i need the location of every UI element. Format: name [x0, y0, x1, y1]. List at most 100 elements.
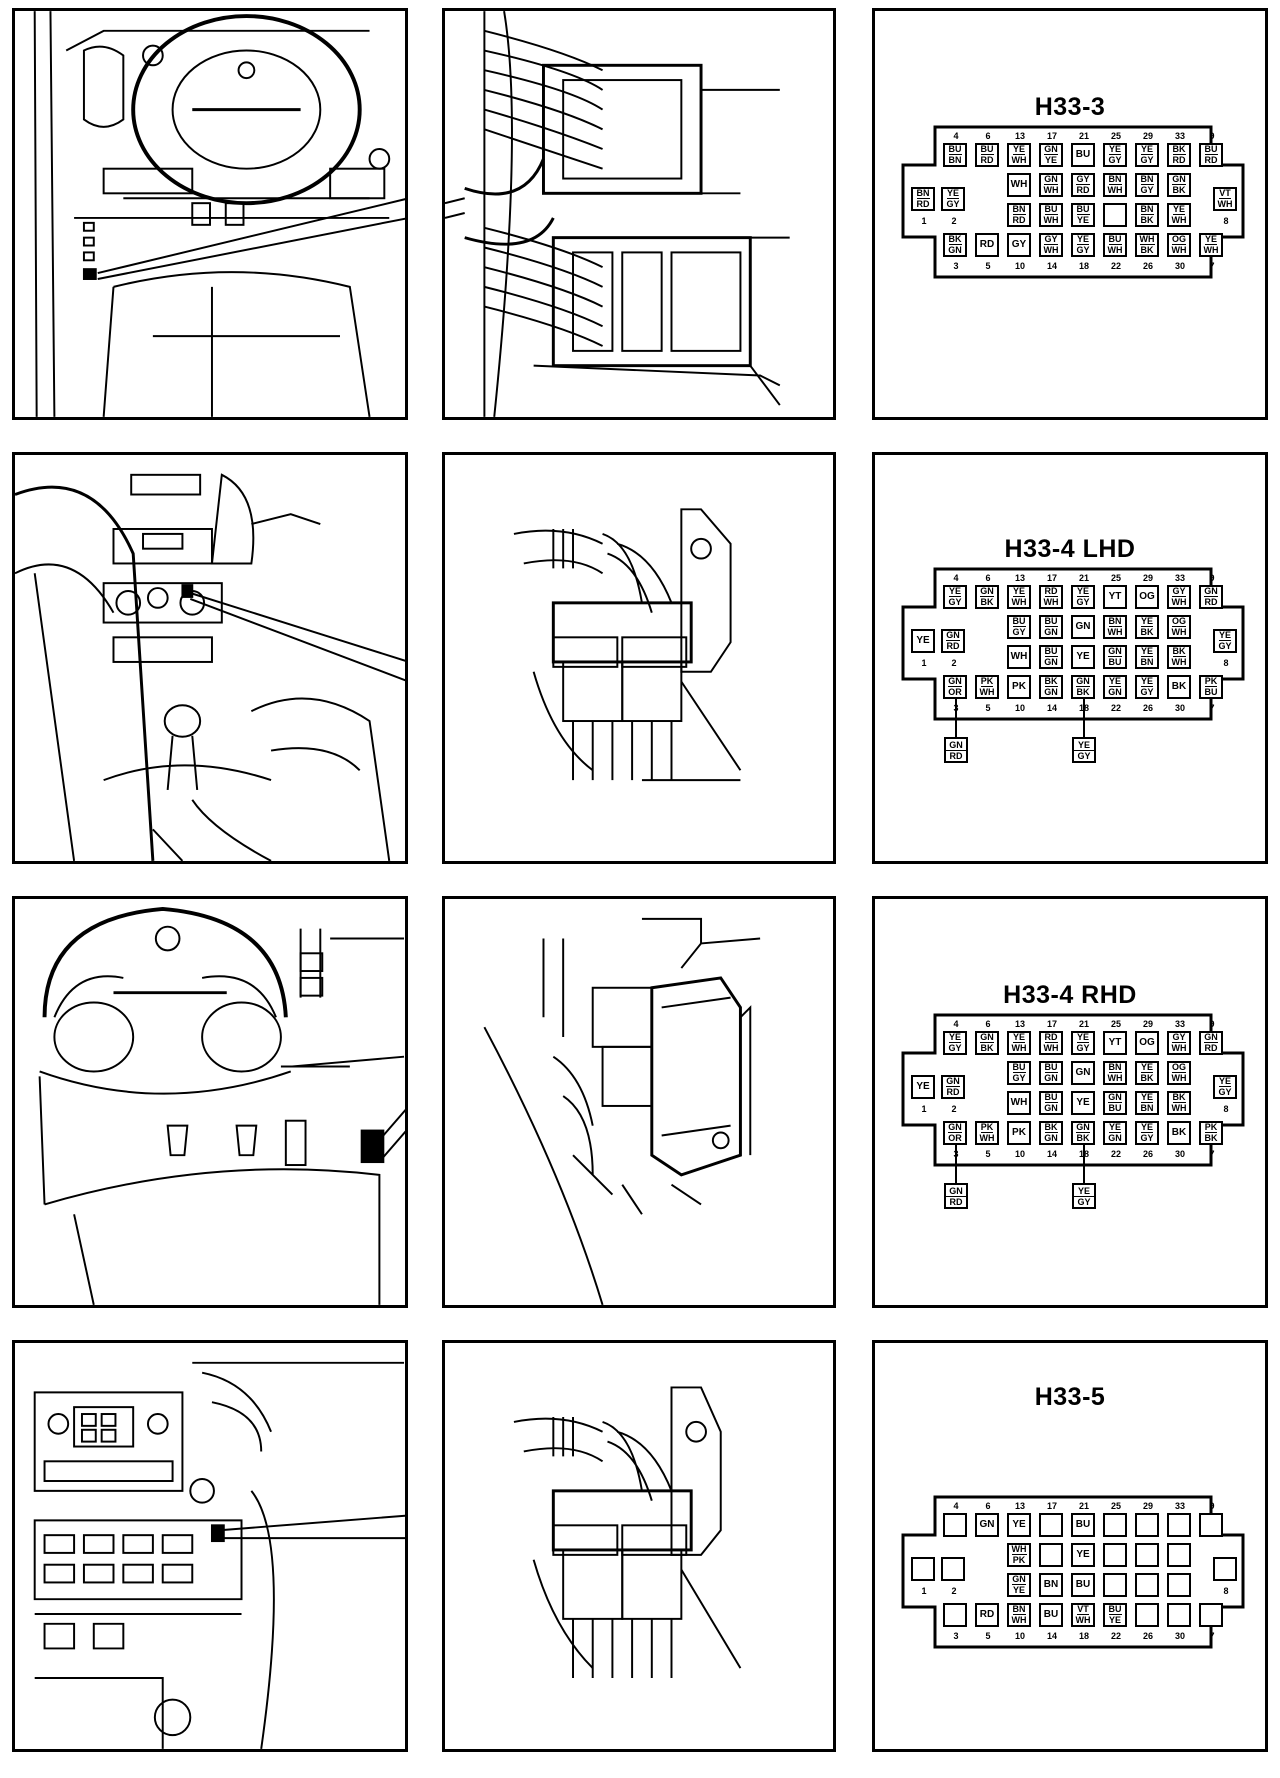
wire-color-code: YE: [1076, 1097, 1090, 1108]
wire-color-code: WH: [1139, 234, 1155, 245]
wire-color-code: BK: [1044, 676, 1058, 687]
pin-number: 13: [1014, 131, 1025, 141]
pin-number: 9: [1209, 573, 1215, 583]
pin-cell: [1213, 1557, 1237, 1581]
wire-color-code: GN: [946, 1076, 960, 1087]
pin-number: 26: [1142, 703, 1153, 713]
pin-cell: [1039, 1513, 1063, 1537]
pin-cell: [1103, 1573, 1127, 1597]
pin-number: 10: [1014, 261, 1025, 271]
pin-number: 17: [1046, 131, 1057, 141]
pin-cell: [1135, 1513, 1159, 1537]
wire-color-code: PK: [1204, 1122, 1218, 1133]
wire-color-code: GY: [948, 597, 962, 607]
wire-color-code: GY: [1076, 174, 1090, 185]
wire-color-code: YE: [1108, 676, 1121, 687]
pin-cell: BN: [1039, 1573, 1063, 1597]
wire-color-code: BU: [1012, 1062, 1026, 1073]
wire-color-code: GY: [1140, 185, 1154, 195]
pin-number: 29: [1142, 131, 1153, 141]
wire-color-code: YE: [1076, 651, 1090, 662]
pin-number: 9: [1209, 1501, 1215, 1511]
wire-color-code: GN: [948, 245, 962, 255]
pin-number: 3: [953, 1149, 959, 1159]
connector-title: H33-4 RHD: [1003, 981, 1137, 1009]
wire-color-code: BN: [948, 155, 962, 165]
wire-color-code: BN: [916, 188, 930, 199]
wire-color-code: YE: [1012, 1519, 1026, 1530]
wire-color-code: BU: [948, 144, 962, 155]
wire-color-code: BK: [1140, 245, 1154, 255]
pin-cell: [1103, 203, 1127, 227]
wire-color-code: WH: [1043, 245, 1059, 255]
pin-number: 2: [951, 658, 957, 668]
wire-color-code: PK: [1012, 1127, 1026, 1138]
wire-color-code: RD: [979, 1609, 995, 1620]
pin-number: 30: [1174, 1149, 1185, 1159]
pin-cell: YT: [1103, 585, 1127, 609]
wire-color-code: RD: [1076, 185, 1090, 195]
wire-color-code: YE: [1076, 586, 1089, 597]
pin-number: 22: [1110, 1149, 1121, 1159]
pin-number: 21: [1078, 131, 1089, 141]
wire-color-code: GY: [1077, 1196, 1091, 1207]
pin-cell: WH: [1007, 645, 1031, 669]
pin-number: 10: [1014, 1149, 1025, 1159]
wire-color-code: WH: [1011, 1615, 1027, 1625]
wire-color-code: WH: [1011, 155, 1027, 165]
pin-cell: GN: [1071, 615, 1095, 639]
wire-color-code: BK: [1076, 1133, 1090, 1143]
pin-cell: YE: [911, 1075, 935, 1099]
wire-color-code: GN: [948, 676, 962, 687]
wire-color-code: BU: [1108, 657, 1122, 667]
wire-color-code: GY: [1172, 586, 1186, 597]
wire-color-code: YE: [1108, 144, 1121, 155]
wire-color-code: PK: [980, 1122, 994, 1133]
pin-cell: [1167, 1513, 1191, 1537]
wire-color-code: WH: [1011, 1043, 1027, 1053]
wire-color-code: BN: [1140, 204, 1154, 215]
wire-color-code: OR: [948, 687, 962, 697]
wire-color-code: WH: [979, 687, 995, 697]
wire-color-code: BK: [980, 1043, 994, 1053]
wire-color-code: WH: [1043, 597, 1059, 607]
pin-number: 5: [985, 261, 991, 271]
wire-color-code: GN: [1044, 687, 1058, 697]
pin-cell: [943, 1603, 967, 1627]
wire-color-code: BU: [1108, 1103, 1122, 1113]
pin-cell: RD: [975, 233, 999, 257]
wire-color-code: GY: [1218, 641, 1232, 651]
wire-color-code: WH: [1171, 1043, 1187, 1053]
wire-color-code: GY: [1077, 750, 1091, 761]
pin-number: 1: [921, 1586, 927, 1596]
wire-color-code: YE: [1140, 144, 1153, 155]
pin-cell: YE: [1071, 1091, 1095, 1115]
pin-number: 22: [1110, 1631, 1121, 1641]
wire-color-code: BU: [1075, 149, 1091, 160]
pin-number: 4: [953, 1019, 959, 1029]
wire-color-code: BU: [1108, 234, 1122, 245]
wire-color-code: YE: [1076, 1549, 1090, 1560]
wire-color-code: GY: [1076, 1043, 1090, 1053]
wire-color-code: GN: [1076, 676, 1090, 687]
